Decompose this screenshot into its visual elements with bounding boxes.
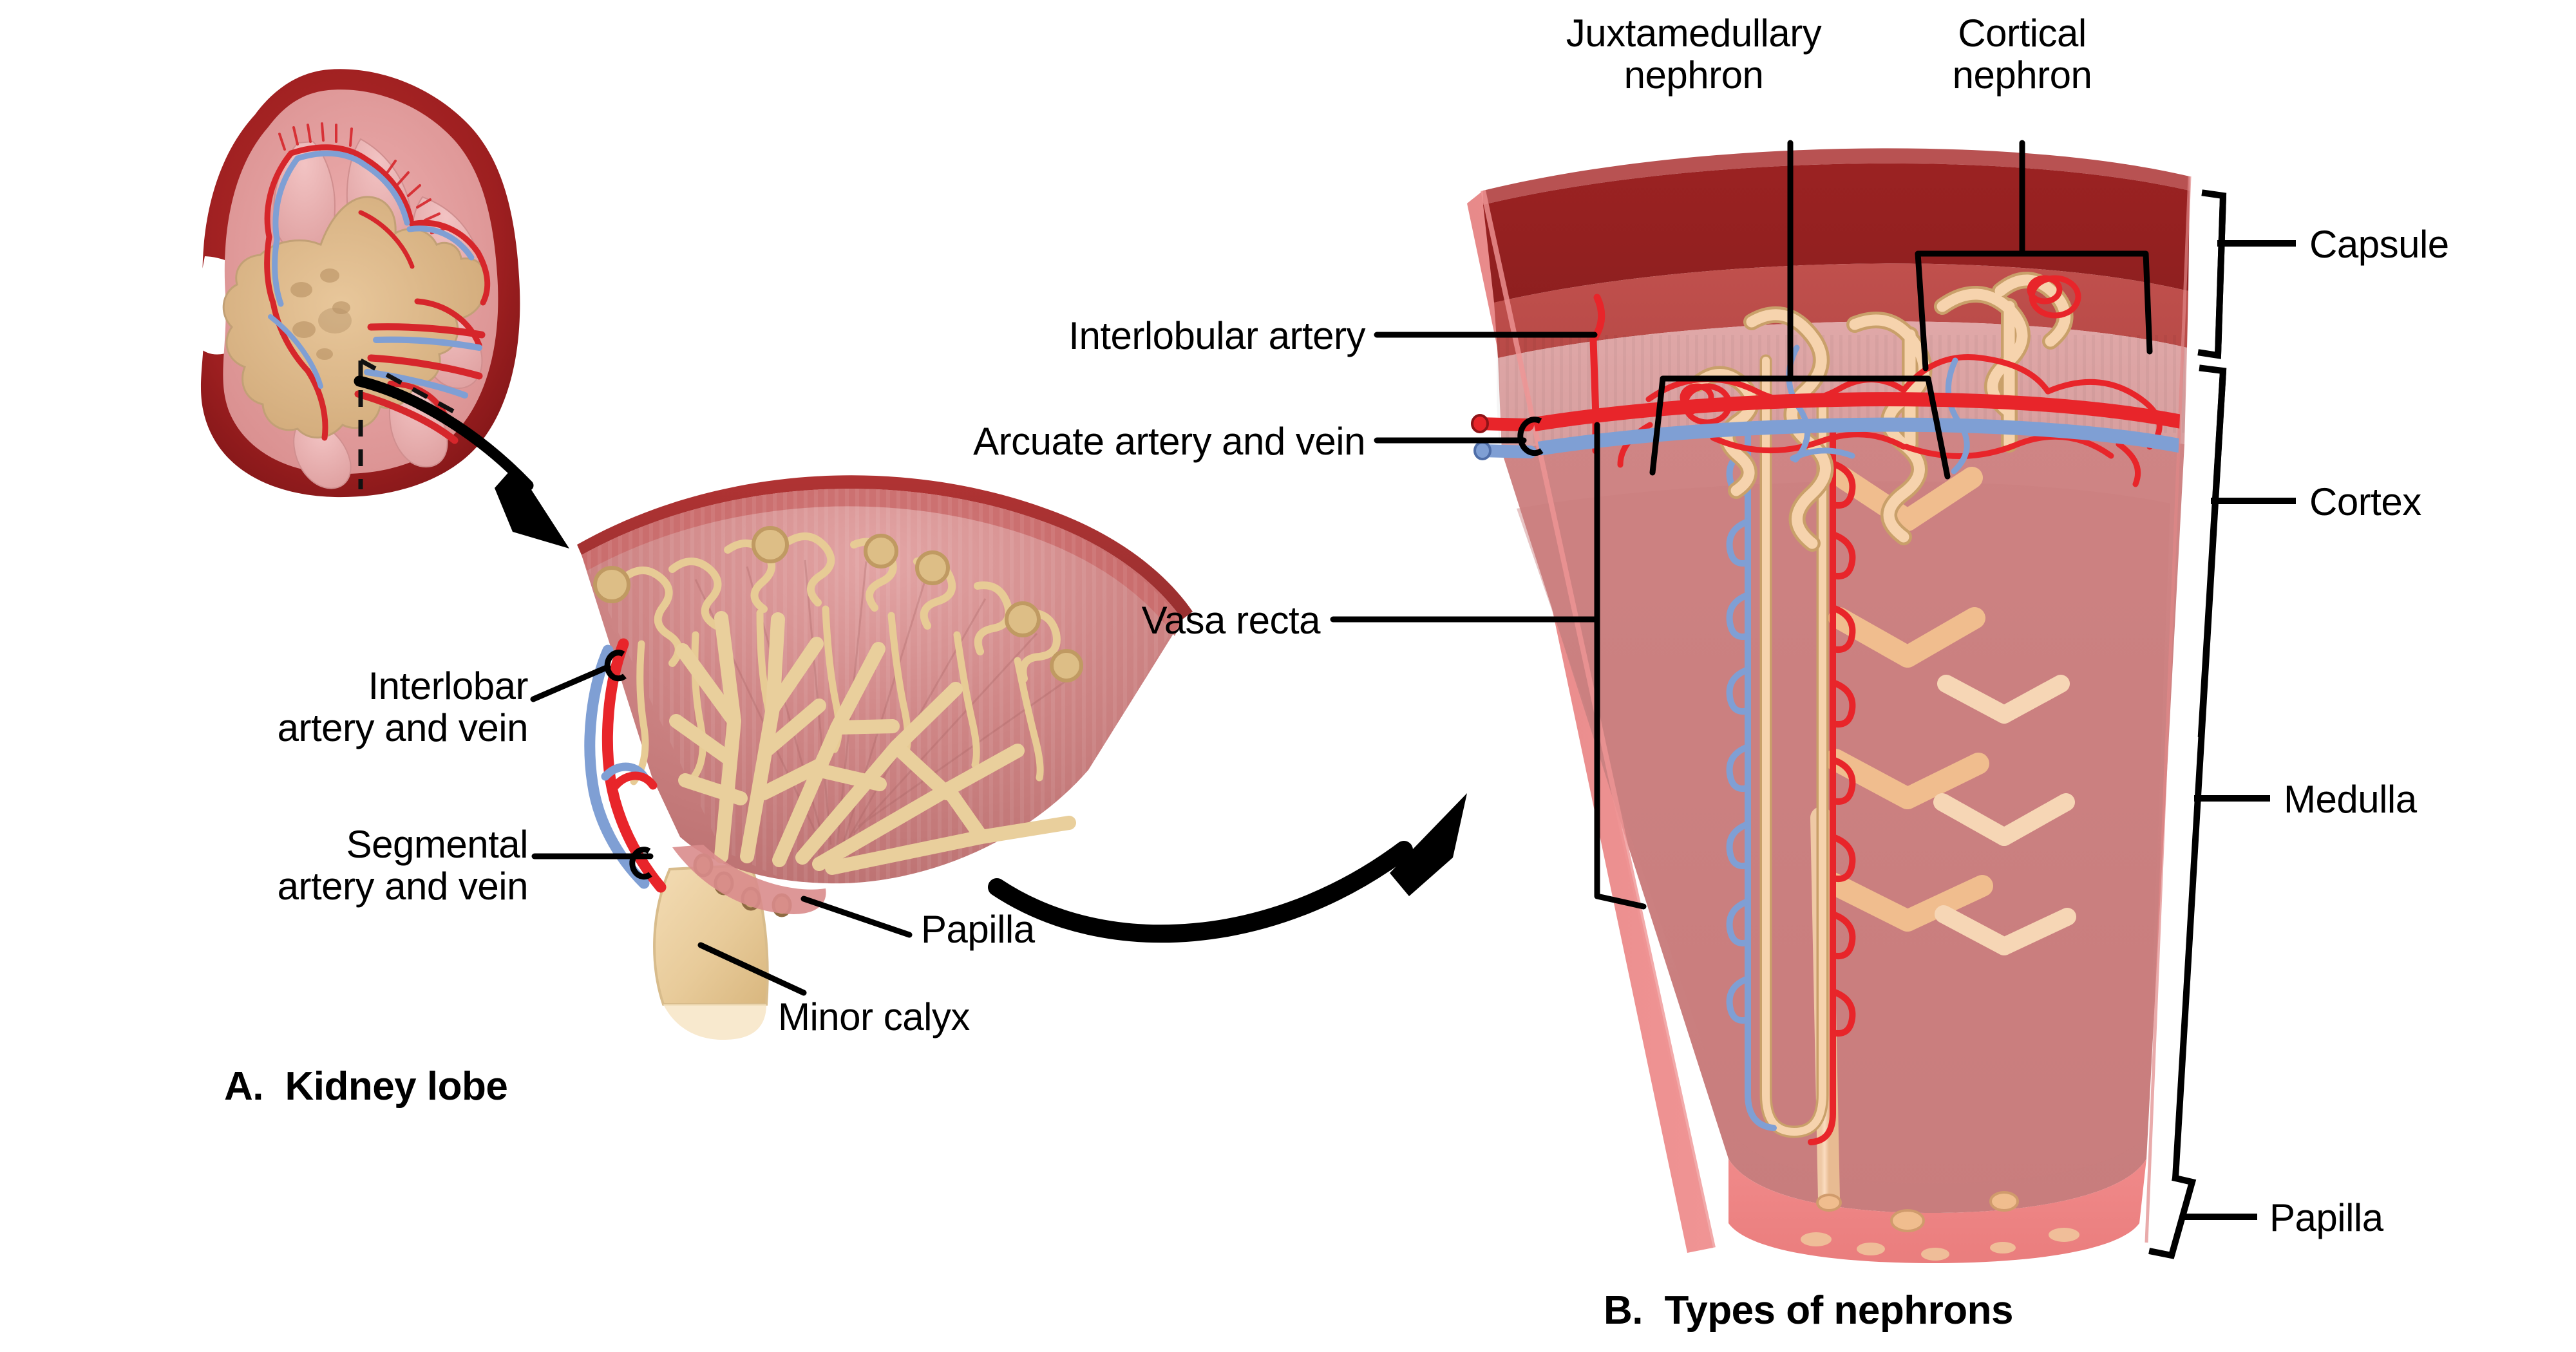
caption-panel-a: A. Kidney lobe (224, 1064, 508, 1109)
bracket-interlobar (604, 650, 627, 682)
panel-b-vessel-mark (1517, 417, 1544, 456)
juxtamedullary-nephron (1726, 354, 1856, 1145)
panel-a-vessel-marks (604, 650, 652, 880)
arrow-kidney-to-lobe (354, 375, 569, 549)
kidney-lobe-wedge-illustration (577, 475, 1193, 1040)
bracket-arcuate (1517, 417, 1544, 456)
label-cortex: Cortex (2309, 480, 2421, 523)
label-juxtamedullary-nephron: Juxtamedullary nephron (1566, 12, 1822, 97)
bracket-segmental (629, 847, 652, 880)
label-papilla-a: Papilla (921, 908, 1035, 951)
arcuate-artery (1493, 392, 2190, 437)
cone-papilla (1728, 1159, 2146, 1263)
leader-minor-calyx (697, 942, 807, 996)
label-cortical-nephron: Cortical nephron (1952, 12, 2092, 97)
kidney-section-illustration (196, 69, 520, 498)
arcuate-cut-stubs (1471, 414, 1537, 460)
nephron-cone-illustration (1467, 148, 2192, 1263)
leader-papilla (800, 896, 913, 938)
duct-tips (1816, 1191, 2019, 1232)
label-arcuate-artery-and-vein: Arcuate artery and vein (973, 420, 1365, 463)
leader-interlobar (530, 664, 611, 702)
label-vasa-recta: Vasa recta (1141, 599, 1321, 642)
label-minor-calyx: Minor calyx (778, 995, 970, 1038)
lobe-indicator-dashed (358, 358, 456, 489)
cone-capsule-top (1483, 163, 2190, 303)
cone-right-outline (2172, 195, 2226, 1179)
label-interlobar-artery-and-vein: Interlobar artery and vein (277, 664, 529, 749)
papilla-duct-openings (1801, 1228, 2079, 1261)
lobe-capsule-band (577, 475, 1193, 619)
bracket-vasa-recta (1594, 422, 1647, 910)
leader-juxtamedullary (1649, 140, 1794, 476)
label-capsule: Capsule (2309, 223, 2449, 266)
kidney-arteries (264, 144, 491, 444)
label-segmental-artery-and-vein: Segmental artery and vein (277, 823, 529, 908)
collecting-duct-branches-right (1933, 675, 2076, 955)
label-interlobular-artery: Interlobular artery (1068, 314, 1365, 357)
label-medulla: Medulla (2284, 778, 2417, 821)
label-papilla-b: Papilla (2269, 1196, 2383, 1239)
panel-b-leaders (1330, 140, 2153, 910)
renal-pelvis (222, 196, 487, 438)
pelvis-openings (290, 268, 352, 360)
arcuate-vein (1496, 417, 2190, 462)
caption-panel-b: B. Types of nephrons (1604, 1288, 2013, 1333)
lobe-papilla (672, 845, 826, 914)
arcuate-vessels (1493, 392, 2190, 462)
leader-cortical-left (1915, 140, 2025, 371)
leader-cortical-right (2019, 250, 2153, 355)
cone-capsule-top-rim (1483, 148, 2190, 205)
leader-juxtamedullary-right (1787, 375, 1951, 480)
kidney-veins (268, 150, 482, 399)
glomeruli (1680, 275, 2081, 426)
arrow-lobe-to-nephrons (988, 793, 1467, 943)
